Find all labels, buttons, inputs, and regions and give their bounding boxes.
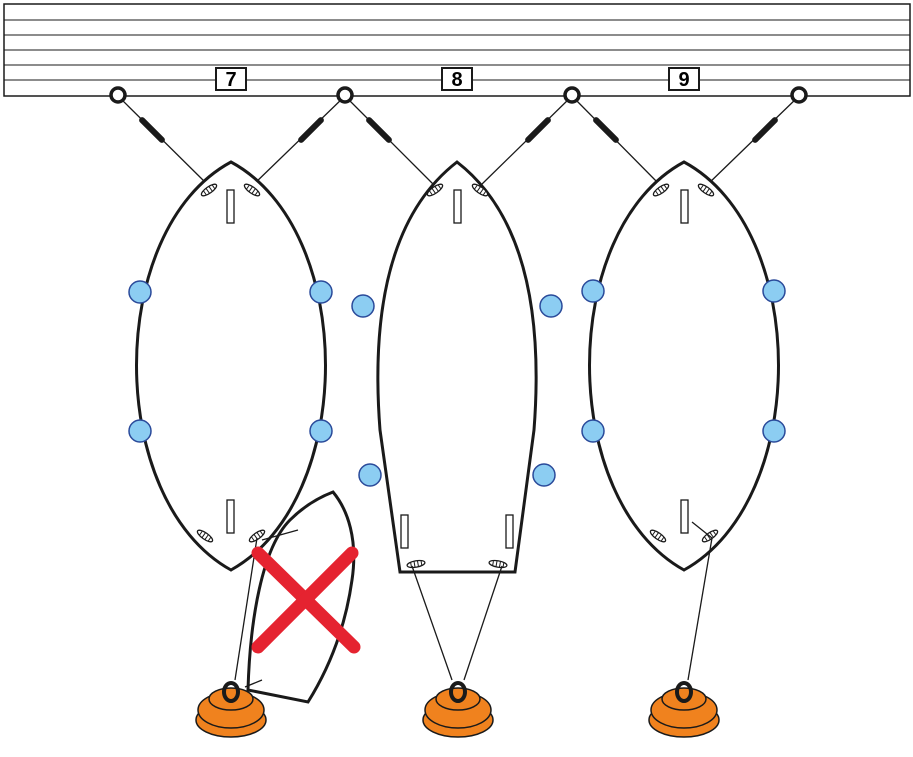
red-cross-icon [251, 546, 361, 654]
berth-number-7: 7 [225, 69, 236, 91]
fenders [128, 279, 786, 487]
bow-roller-icon [226, 189, 235, 224]
ring-icon [109, 86, 127, 104]
stern-cleat-icon [400, 514, 409, 549]
spring-icon [298, 117, 324, 143]
bow-roller-icon [680, 189, 689, 224]
berth-number-9: 9 [678, 69, 689, 91]
boat-berth-7 [135, 160, 327, 572]
boat-berth-9 [588, 160, 780, 572]
stern-cleat-icon [680, 499, 689, 534]
stern-lines [234, 521, 713, 681]
mooring-buoy-icon [647, 681, 721, 739]
berth-label-8: 8 [441, 67, 473, 91]
boat-berth-8 [376, 160, 538, 574]
line-springs [139, 117, 778, 143]
spring-icon [366, 117, 392, 143]
berth-label-9: 9 [668, 67, 700, 91]
berth-label-7: 7 [215, 67, 247, 91]
spring-icon [139, 117, 165, 143]
fender-icon [309, 419, 333, 443]
fender-icon [128, 280, 152, 304]
fender-icon [539, 294, 563, 318]
bow-roller-icon [453, 189, 462, 224]
stern-cleat-icon [226, 499, 235, 534]
spring-icon [525, 117, 551, 143]
fender-icon [581, 419, 605, 443]
fender-icon [532, 463, 556, 487]
spring-icon [593, 117, 619, 143]
fender-icon [358, 463, 382, 487]
berth-number-8: 8 [451, 69, 462, 91]
fender-icon [351, 294, 375, 318]
fender-icon [128, 419, 152, 443]
spring-icon [752, 117, 778, 143]
mooring-buoy-icon [421, 681, 495, 739]
stern-cleat-icon [505, 514, 514, 549]
ring-icon [336, 86, 354, 104]
fender-icon [762, 419, 786, 443]
fender-icon [309, 280, 333, 304]
ring-icon [790, 86, 808, 104]
fender-icon [581, 279, 605, 303]
ring-icon [563, 86, 581, 104]
fender-icon [762, 279, 786, 303]
